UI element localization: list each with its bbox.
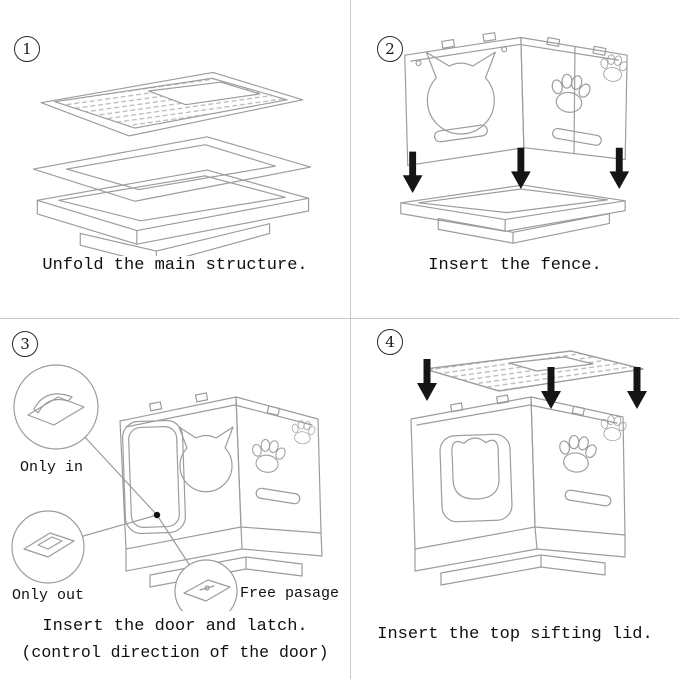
unfolded-structure-drawing <box>32 71 312 256</box>
step-caption: Insert the top sifting lid. <box>377 625 653 644</box>
handle-slot <box>552 127 602 146</box>
litter-box <box>410 394 629 586</box>
step-number-badge: 2 <box>377 36 403 62</box>
callout-circle-free-passage <box>174 559 238 611</box>
panel-step-4: 4 <box>351 319 679 679</box>
fence-box <box>404 32 631 167</box>
paw-print-icon <box>554 432 601 476</box>
litter-box <box>119 392 323 588</box>
step-caption: Unfold the main structure. <box>42 256 308 275</box>
callout-label-free-passage: Free pasage <box>240 585 339 602</box>
callout-label-only-in: Only in <box>20 459 83 476</box>
step-number-badge: 1 <box>14 36 40 62</box>
swinging-door <box>122 419 186 535</box>
handle-slot <box>433 124 488 143</box>
step-number-badge: 4 <box>377 329 403 355</box>
step-number-badge: 3 <box>12 331 38 357</box>
base-tray <box>400 184 626 244</box>
sifting-lid-drawing <box>410 350 647 586</box>
cat-door-opening <box>178 426 234 493</box>
cat-door-closed <box>439 433 513 523</box>
down-arrow-icon <box>402 151 423 193</box>
handle-slot <box>564 489 612 507</box>
latch-pivot-dot <box>153 511 161 519</box>
panel-step-3: 3 <box>0 319 351 679</box>
step-caption: Insert the door and latch. <box>42 617 308 636</box>
sifting-lid <box>424 350 644 392</box>
cat-door-opening <box>425 51 496 135</box>
callout-circle-only-out <box>11 510 85 584</box>
middle-frame <box>32 136 312 202</box>
sifting-lid <box>40 71 304 137</box>
callout-label-only-out: Only out <box>12 587 84 604</box>
down-arrow-icon <box>511 147 531 190</box>
panel-step-2: 2 <box>351 0 679 319</box>
panel-step-1: 1 <box>0 0 351 319</box>
paw-print-icon <box>546 71 595 116</box>
step-caption-secondary: (control direction of the door) <box>21 643 329 662</box>
door-latch-drawing: Only in Only out Free pasage <box>11 364 339 611</box>
callout-circle-only-in <box>13 364 99 450</box>
paw-print-icon <box>247 436 289 476</box>
down-arrow-icon <box>417 359 437 401</box>
bottom-tray <box>36 169 310 256</box>
handle-slot <box>255 487 301 505</box>
down-arrow-icon <box>627 367 647 409</box>
step-caption: Insert the fence. <box>428 256 602 275</box>
down-arrow-icon <box>609 147 630 190</box>
fence-insertion-drawing <box>400 32 631 244</box>
